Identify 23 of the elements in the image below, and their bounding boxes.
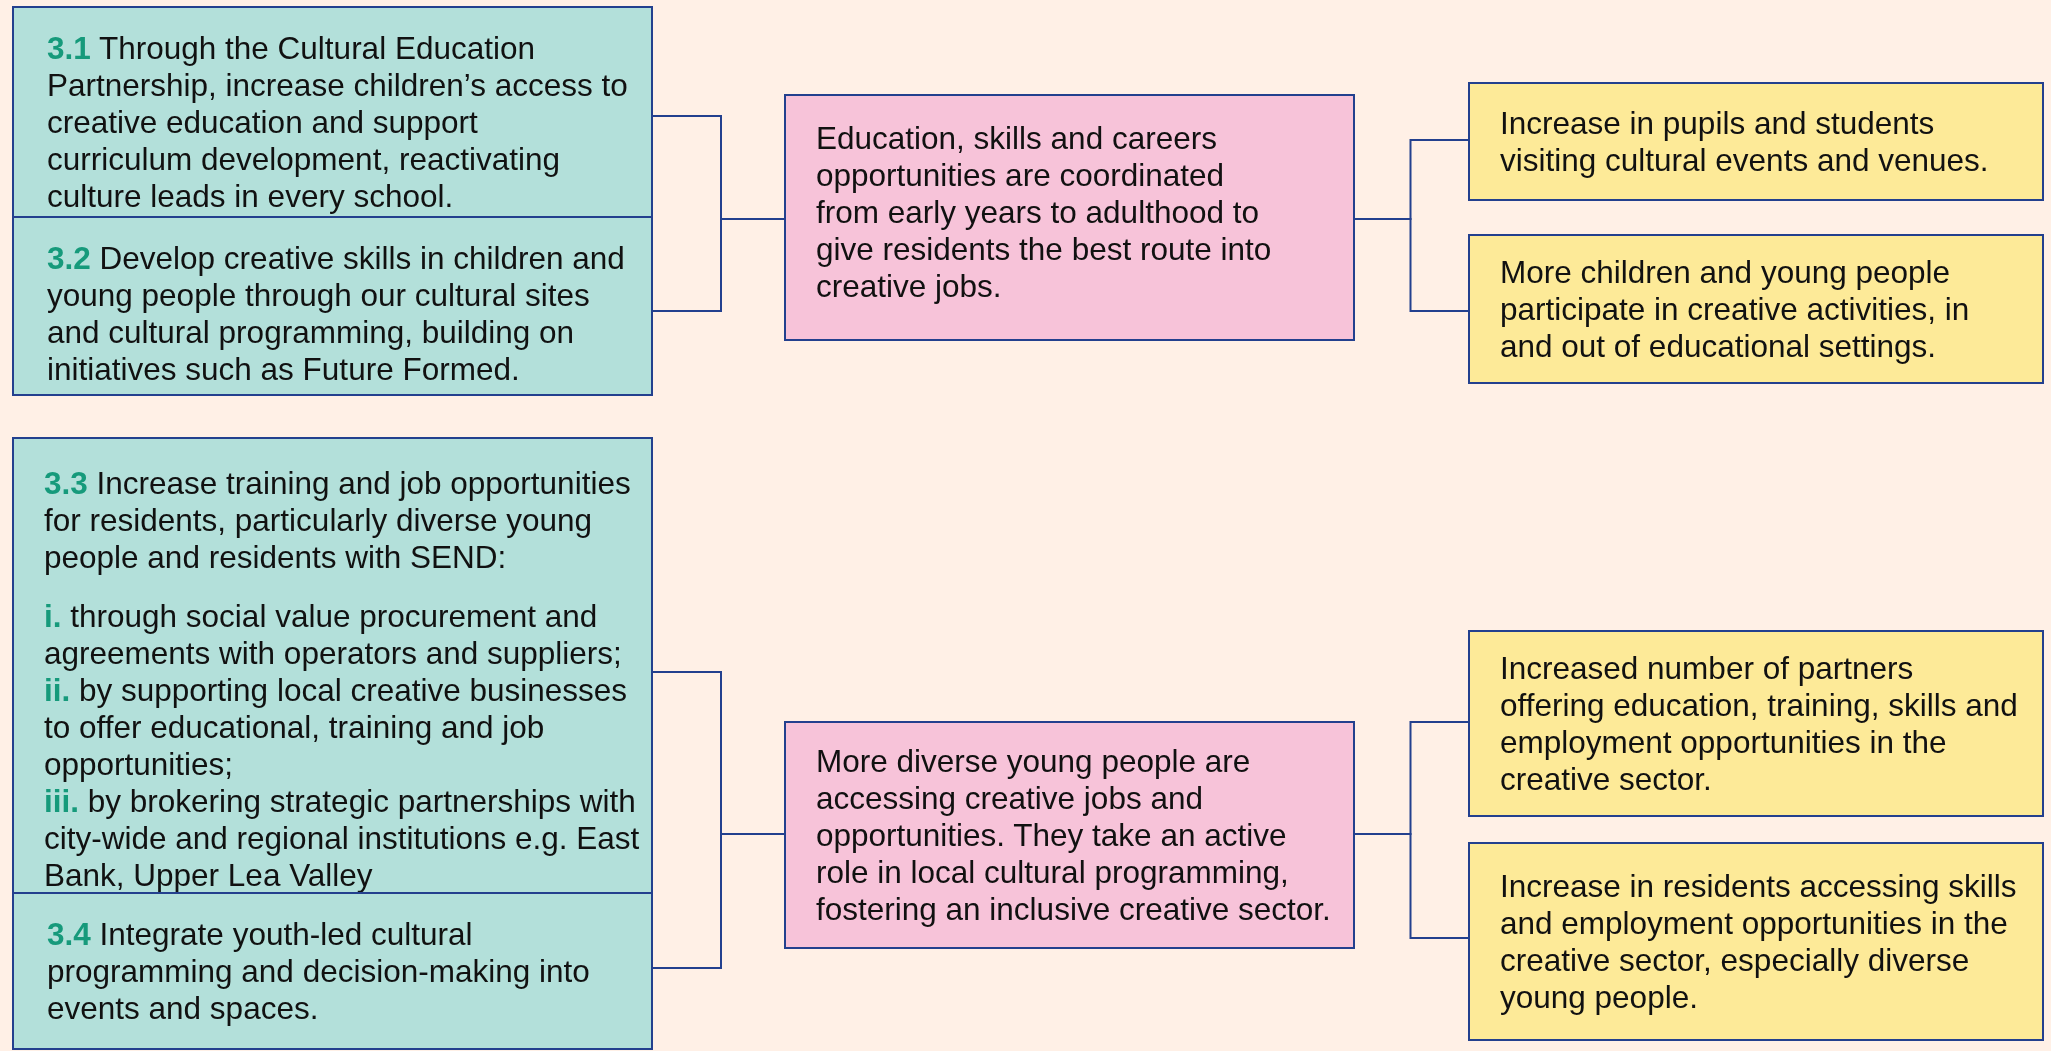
goal-box [784,94,1355,341]
box-text: More children and young people participate in creative activities, in and out of educational settings. [1500,253,1971,365]
box-text: 3.4 Integrate youth-led cultural programming and decision-making into events and spaces. [47,916,591,1027]
box-text: ii. by supporting local creative businesses to offer educational, training and job opportunities; [44,672,629,783]
action-box [12,6,653,218]
box-text: Education, skills and careers opportunities are coordinated from early years to adulthood to give residents the best route into creative jobs. [816,120,1273,305]
box-text: iii. by brokering strategic partnerships with city-wide and regional institutions e.g. East Bank, Upper Lea Valley [44,783,641,894]
action-box [12,216,653,396]
outcome-box [1468,630,2044,817]
outcome-box [1468,842,2044,1041]
box-text: i. through social value procurement and agreements with operators and suppliers; [44,598,623,672]
outcome-box [1468,82,2044,201]
box-text: Increased number of partners offering education, training, skills and employment opportunities in the creative sector. [1500,649,2019,798]
box-text: Increase in residents accessing skills and employment opportunities in the creative sector, especially diverse young people. [1500,867,2018,1016]
box-text: 3.3 Increase training and job opportunities for residents, particularly diverse young people and residents with SEND: [44,465,632,576]
action-box [12,437,653,894]
box-text: 3.1 Through the Cultural Education Partnership, increase children’s access to creative education and support curriculum development, reactivating culture leads in every school. [47,30,629,215]
goal-box [784,721,1355,949]
box-text: 3.2 Develop creative skills in children and young people through our cultural sites and cultural programming, building on initiatives such as Future Formed. [47,240,626,388]
outcome-box [1468,234,2044,384]
action-box [12,892,653,1050]
box-text: Increase in pupils and students visiting cultural events and venues. [1500,104,1990,179]
box-text: More diverse young people are accessing creative jobs and opportunities. They take an active role in local cultural programming, fostering an inclusive creative sector. [816,742,1332,928]
